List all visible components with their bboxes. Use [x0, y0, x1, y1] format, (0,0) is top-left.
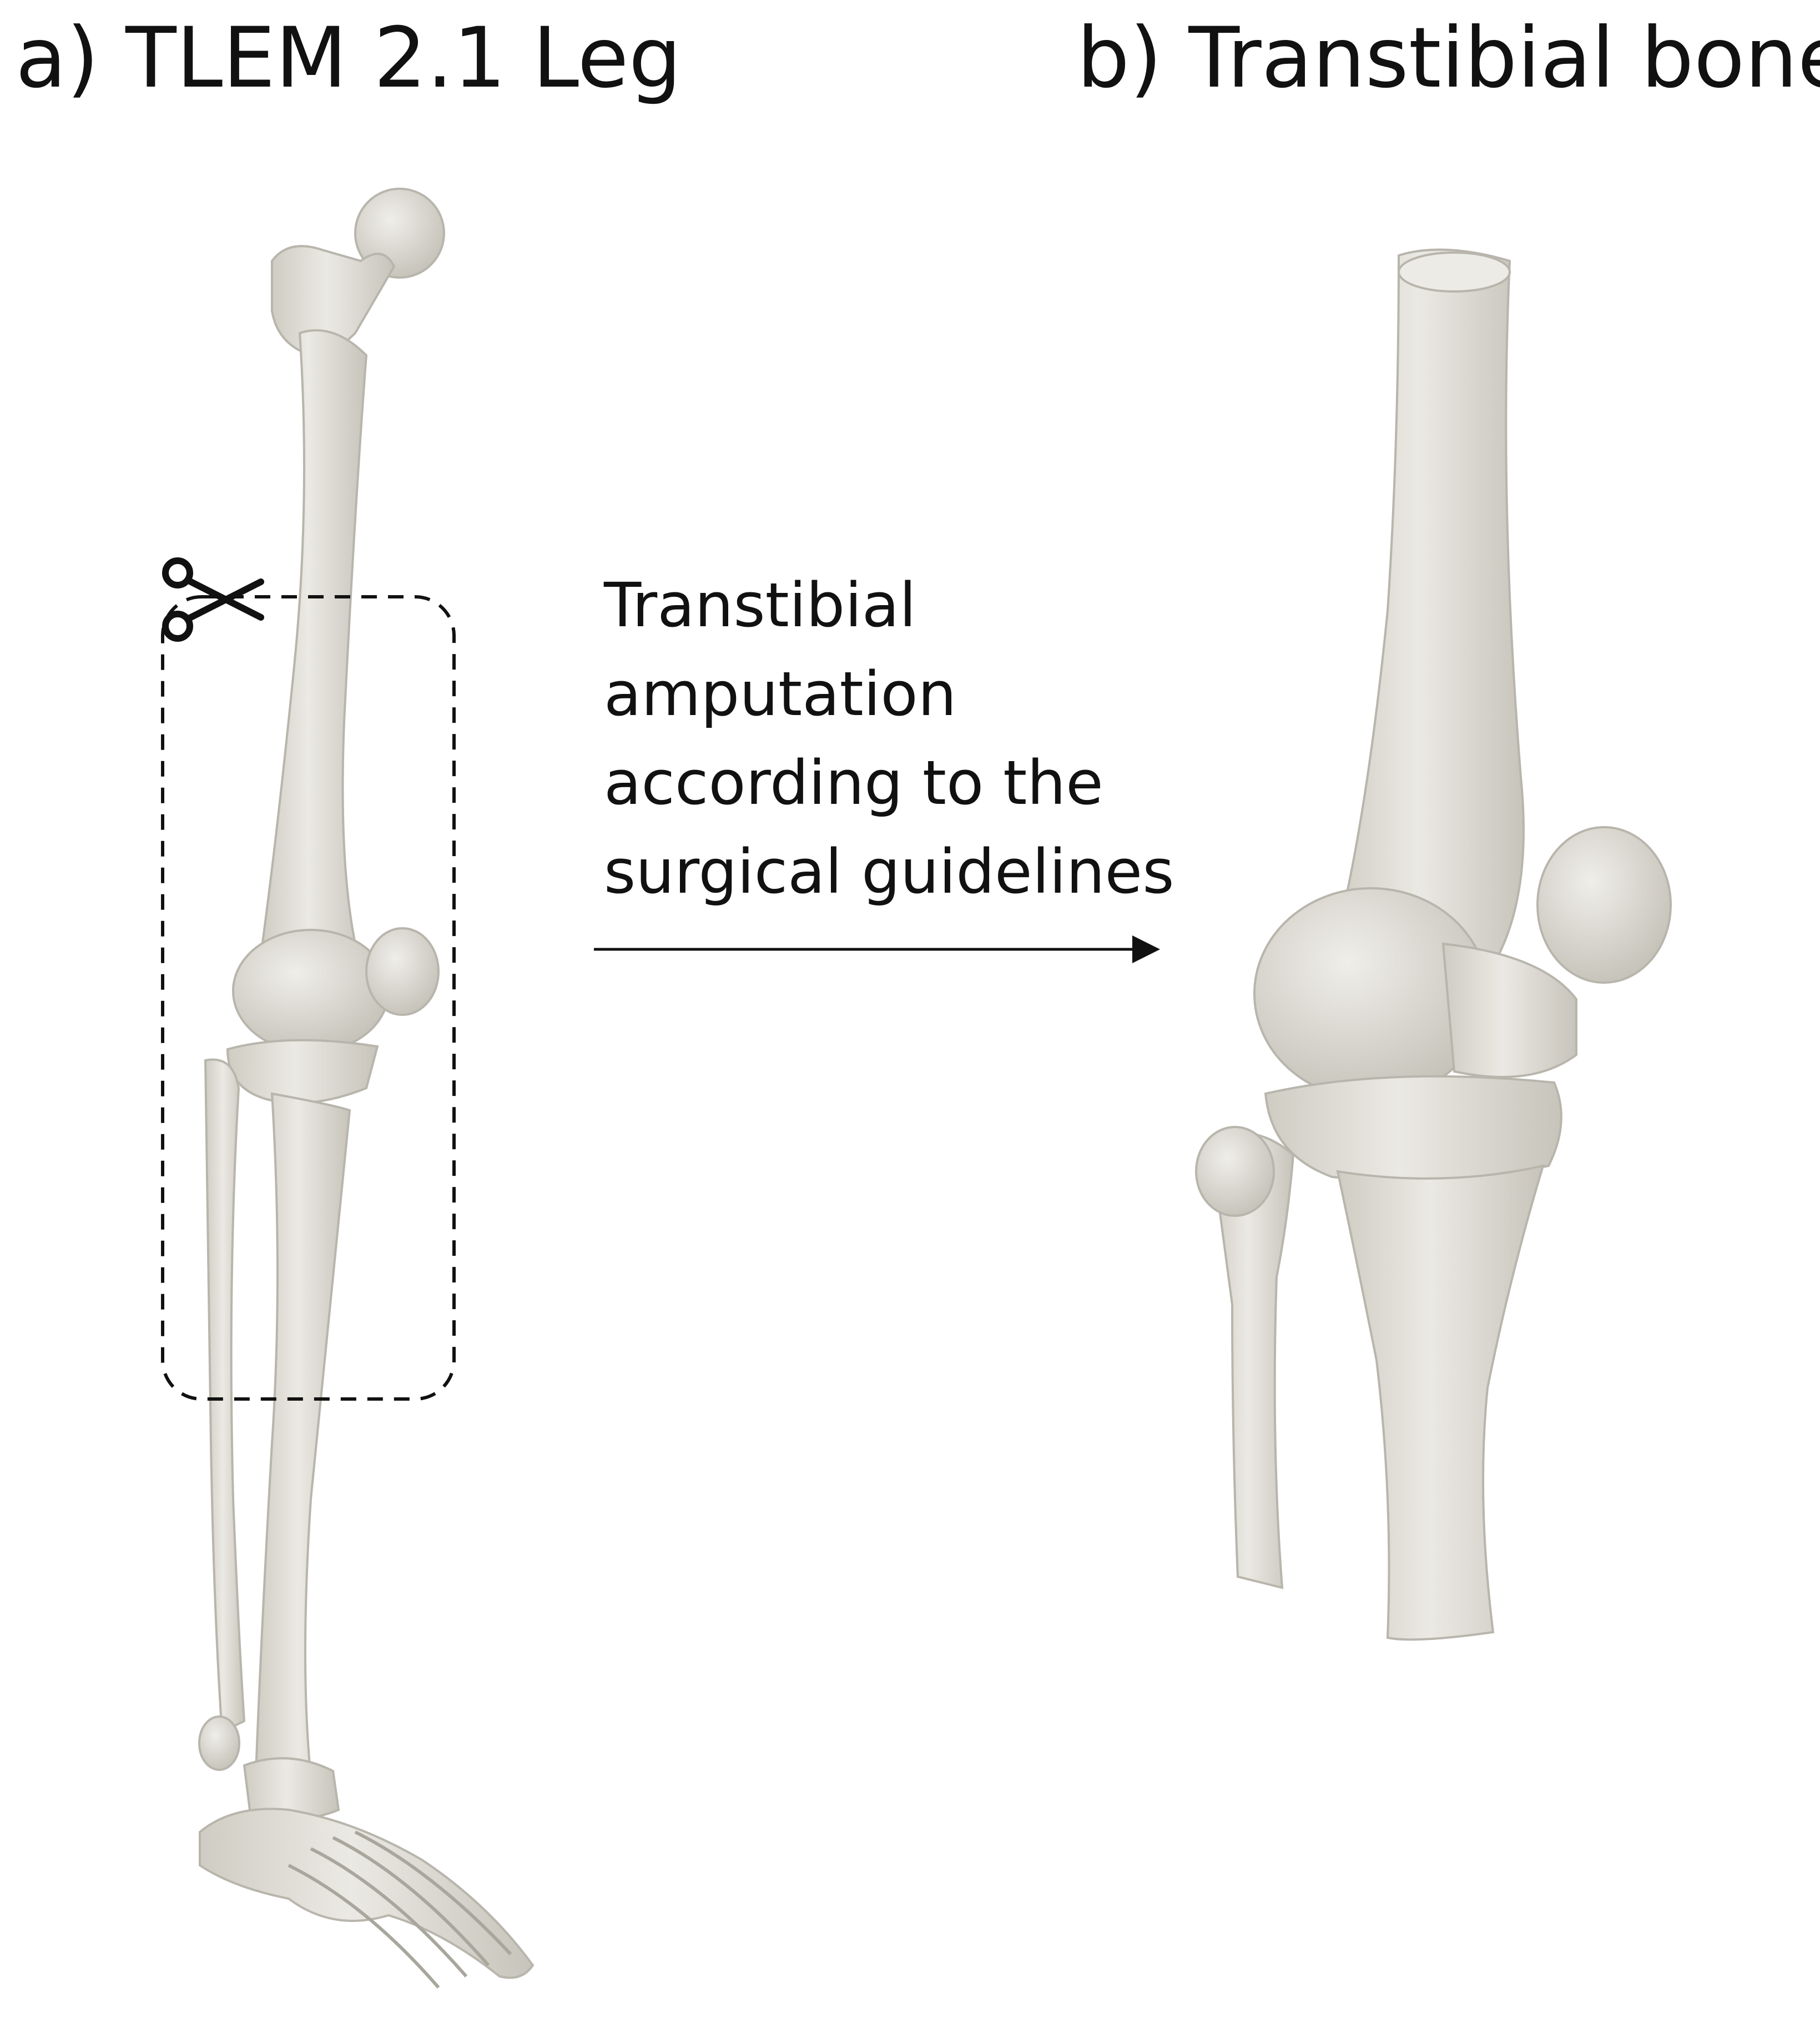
transtibial-bones [1195, 248, 1672, 1641]
amputation-caption: Transtibial amputation according to the … [604, 561, 1214, 916]
femur-stump [1330, 248, 1525, 956]
femur-shaft [259, 329, 368, 957]
caption-line: according to the [604, 747, 1103, 818]
greater-trochanter [271, 245, 396, 357]
patella [365, 927, 440, 1016]
tibial-plateau-large [1264, 1075, 1562, 1182]
fibular-head [1195, 1126, 1275, 1217]
full-leg-skeleton [198, 188, 535, 1989]
selection-box [161, 595, 456, 1401]
caption-line: surgical guidelines [604, 836, 1174, 907]
tibia-shaft-large [1336, 1164, 1545, 1641]
foot-bones [199, 1808, 535, 1979]
femur-cut-surface [1398, 251, 1511, 293]
panel-a-title: a) TLEM 2.1 Leg [16, 10, 682, 107]
scissors-icon [162, 557, 264, 642]
panel-b-title: b) Transtibial bones [1077, 10, 1820, 107]
femoral-condyle [232, 929, 390, 1053]
lateral-malleolus [198, 1715, 240, 1771]
fibula-large [1208, 1131, 1295, 1589]
caption-line: amputation [604, 658, 957, 729]
tibia-shaft [254, 1092, 351, 1789]
caption-line: Transtibial [604, 570, 916, 641]
lateral-condyle [1441, 942, 1577, 1078]
fibula [204, 1058, 246, 1734]
metatarsal-lines [288, 1830, 512, 1989]
tibial-plateau [226, 1039, 379, 1104]
patella-large [1536, 826, 1672, 984]
